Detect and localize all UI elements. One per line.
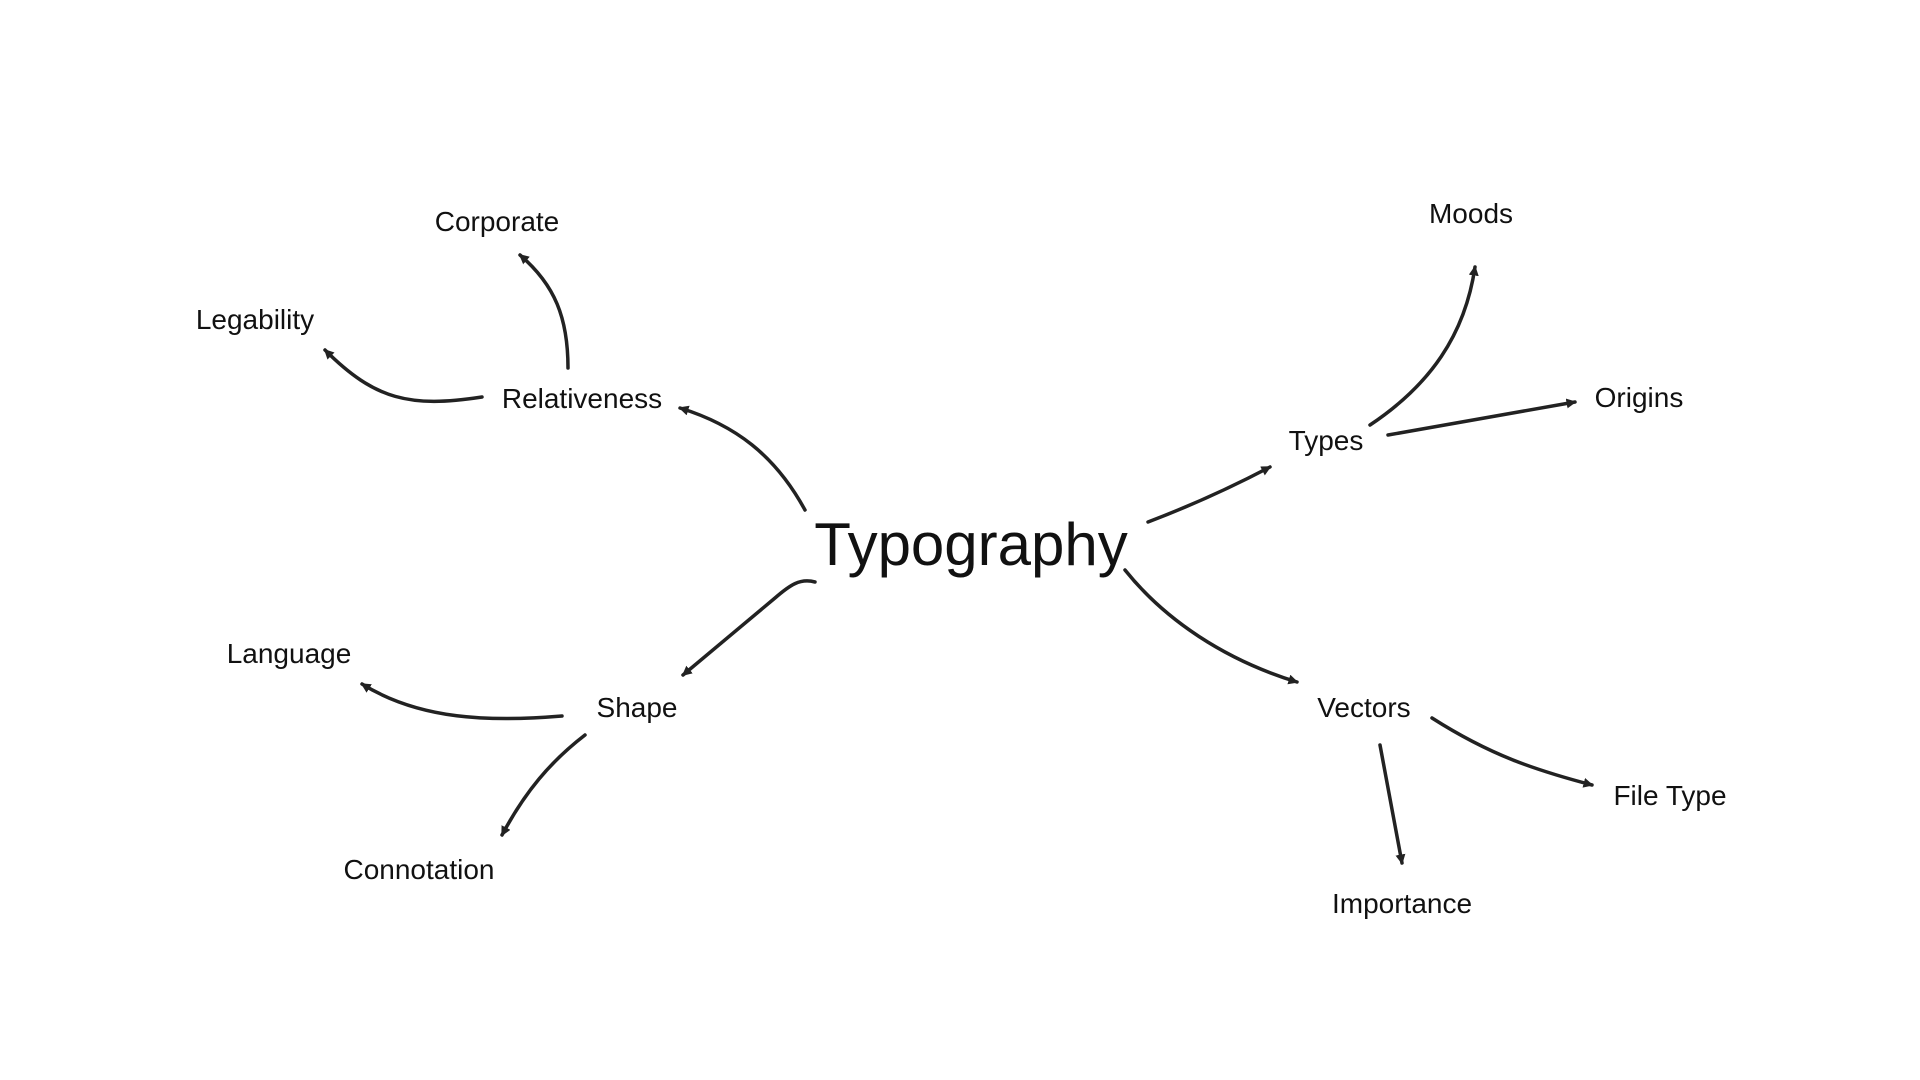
node-moods: Moods	[1428, 198, 1514, 229]
arrow-relativeness-to-legability	[323, 348, 484, 403]
node-connotation: Connotation	[343, 854, 495, 885]
arrow-vectors-to-importance	[1378, 743, 1406, 865]
node-legability: Legability	[195, 304, 315, 335]
arrow-types-to-origins	[1386, 398, 1577, 437]
node-relativeness: Relativeness	[501, 383, 663, 414]
node-file-type: File Type	[1613, 780, 1727, 811]
node-types: Types	[1288, 425, 1364, 456]
arrow-shape-to-language	[360, 682, 564, 721]
arrow-typography-to-types	[1146, 465, 1272, 524]
arrow-relativeness-to-corporate	[518, 253, 570, 370]
node-vectors: Vectors	[1317, 692, 1411, 723]
arrow-vectors-to-file-type	[1430, 716, 1594, 788]
node-origins: Origins	[1594, 382, 1684, 413]
arrow-types-to-moods	[1368, 265, 1479, 427]
arrow-typography-to-relativeness	[678, 405, 807, 512]
arrow-typography-to-vectors	[1123, 568, 1299, 685]
node-corporate: Corporate	[434, 206, 560, 237]
node-importance: Importance	[1331, 888, 1473, 919]
node-language: Language	[226, 638, 352, 669]
node-shape: Shape	[596, 692, 678, 723]
central-topic-typography: Typography	[814, 511, 1128, 578]
arrow-shape-to-connotation	[500, 733, 587, 837]
arrow-typography-to-shape	[681, 579, 817, 677]
